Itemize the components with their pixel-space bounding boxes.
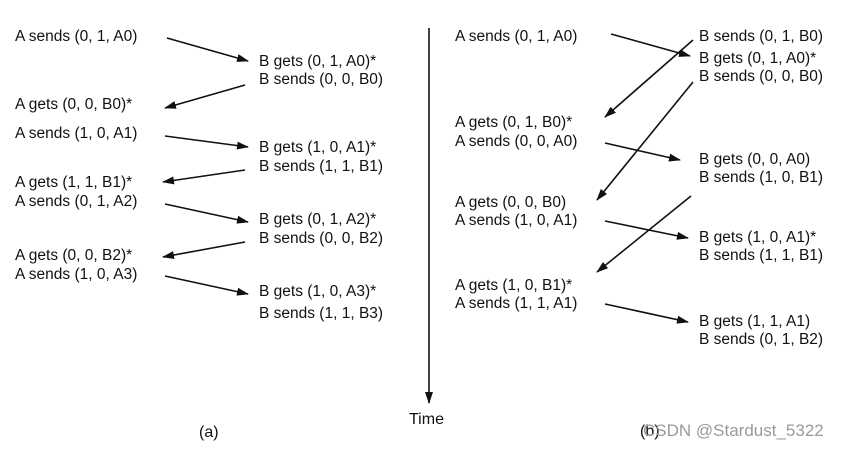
panel-b-left-6: A sends (1, 1, A1) — [455, 295, 578, 312]
panel-a-right-4: B gets (0, 1, A2)* — [259, 211, 377, 228]
arrow-a-a2 — [164, 203, 249, 224]
panel-a-right-6: B gets (1, 0, A3)* — [259, 283, 377, 300]
panel-a-left-3: A gets (1, 1, B1)* — [15, 174, 133, 191]
panel-b-right-6: B sends (1, 1, B1) — [699, 247, 824, 264]
panel-b-left-2: A sends (0, 0, A0) — [455, 133, 578, 150]
panel-a-left-2: A sends (1, 0, A1) — [15, 125, 138, 142]
panel-b-left-1: A gets (0, 1, B0)* — [455, 114, 573, 131]
panel-a-left-6: A sends (1, 0, A3) — [15, 266, 138, 283]
arrow-a-a3 — [164, 275, 249, 296]
panel-a-left-0: A sends (0, 1, A0) — [15, 28, 138, 45]
arrow-a-b0 — [164, 84, 246, 109]
arrow-a-b2 — [162, 241, 246, 259]
panel-b-right-4: B sends (1, 0, B1) — [699, 169, 824, 186]
panel-b-left-0: A sends (0, 1, A0) — [455, 28, 578, 45]
panel-b-right-2: B sends (0, 0, B0) — [699, 68, 824, 85]
panel-a-right-3: B sends (1, 1, B1) — [259, 158, 384, 175]
time-label: Time — [409, 411, 444, 428]
arrow-b-b0-second — [596, 81, 694, 201]
panel-a-right-0: B gets (0, 1, A0)* — [259, 53, 377, 70]
panel-b-right-1: B gets (0, 1, A0)* — [699, 50, 817, 67]
panel-b-right-5: B gets (1, 0, A1)* — [699, 229, 817, 246]
arrow-b-b1 — [596, 195, 692, 273]
panel-b-right-7: B gets (1, 1, A1) — [699, 313, 811, 330]
panel-a-left-1: A gets (0, 0, B0)* — [15, 96, 133, 113]
arrow-a-a0 — [166, 37, 249, 62]
arrow-b-a0 — [610, 33, 691, 57]
panel-a-right-7: B sends (1, 1, B3) — [259, 305, 384, 322]
panel-b-right-0: B sends (0, 1, B0) — [699, 28, 824, 45]
arrow-b-a1-second — [604, 303, 689, 324]
panel-a-right-5: B sends (0, 0, B2) — [259, 230, 384, 247]
panel-a-caption: (a) — [199, 424, 219, 441]
panel-b-left-5: A gets (1, 0, B1)* — [455, 277, 573, 294]
panel-b-left-4: A sends (1, 0, A1) — [455, 212, 578, 229]
arrow-a-b1 — [162, 169, 246, 185]
arrow-b-a0-second — [604, 142, 681, 162]
panel-a-left-4: A sends (0, 1, A2) — [15, 193, 138, 210]
arrow-a-a1 — [164, 135, 249, 150]
arrow-b-a1 — [604, 220, 689, 240]
panel-b-right-8: B sends (0, 1, B2) — [699, 331, 824, 348]
panel-b-caption: (b) — [640, 423, 660, 440]
panel-a-right-2: B gets (1, 0, A1)* — [259, 139, 377, 156]
arrow-b-b0-first — [604, 39, 694, 118]
watermark: CSDN @Stardust_5322 — [643, 421, 824, 440]
panel-b-left-3: A gets (0, 0, B0) — [455, 194, 567, 211]
panel-a-right-1: B sends (0, 0, B0) — [259, 71, 384, 88]
panel-a-left-5: A gets (0, 0, B2)* — [15, 247, 133, 264]
panel-b-right-3: B gets (0, 0, A0) — [699, 151, 811, 168]
